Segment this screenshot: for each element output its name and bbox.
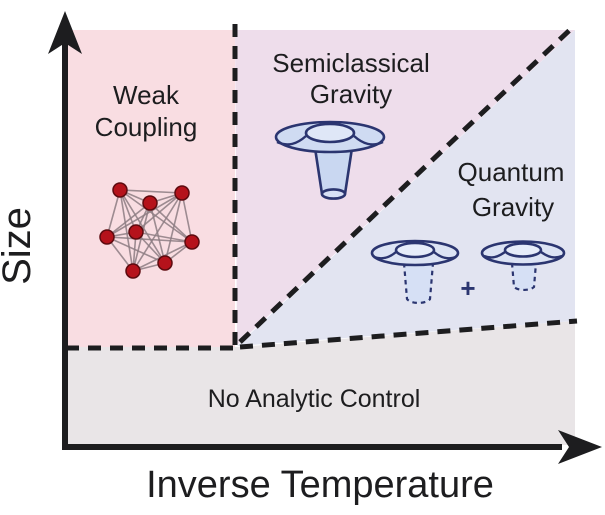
- weak-coupling-label-line1: Weak: [113, 80, 180, 110]
- funnel-saddle-left: [276, 135, 307, 146]
- y-axis-label: Size: [0, 207, 39, 285]
- y-axis-arrowhead-icon: [48, 11, 82, 54]
- weak-coupling-label-line2: Coupling: [95, 112, 198, 142]
- no-analytic-control-label: No Analytic Control: [208, 385, 421, 413]
- quantum-gravity-label-line2: Gravity: [472, 192, 554, 222]
- dashed-funnel-right: [480, 240, 566, 292]
- dashed-funnel-left: [370, 239, 460, 304]
- funnel-stem-dashed: [402, 262, 435, 304]
- semiclassical-gravity-label-line1: Semiclassical: [272, 48, 430, 78]
- funnel-throat: [304, 122, 356, 144]
- x-axis-label: Inverse Temperature: [146, 464, 494, 506]
- funnel-stem-dashed: [510, 262, 538, 292]
- region-weak-coupling: [68, 30, 235, 347]
- funnel-saddle-left: [483, 251, 506, 259]
- funnel-throat: [503, 242, 543, 258]
- semiclassical-gravity-label-line2: Gravity: [310, 79, 392, 109]
- region-no-analytic-control: [68, 321, 575, 445]
- quantum-gravity-label-line1: Quantum: [458, 157, 565, 187]
- funnel-throat: [394, 241, 436, 259]
- funnel-saddle-right: [353, 135, 384, 146]
- network-nodes: [99, 182, 200, 279]
- funnel-saddle-right: [433, 251, 457, 260]
- funnel-saddle-left: [373, 251, 397, 260]
- plus-operator: +: [460, 273, 475, 303]
- superposed-dashed-funnels-icon: +: [370, 239, 566, 304]
- coupled-network-icon: [99, 182, 200, 279]
- funnel-saddle-right: [540, 251, 563, 259]
- boundary-lower-right-dashed: [239, 318, 578, 350]
- funnel-stem-bottom: [320, 188, 347, 200]
- boundary-diagonal-dashed: [238, 24, 576, 344]
- wormhole-funnel-icon: [274, 120, 386, 200]
- x-axis-arrowhead-icon: [558, 430, 602, 464]
